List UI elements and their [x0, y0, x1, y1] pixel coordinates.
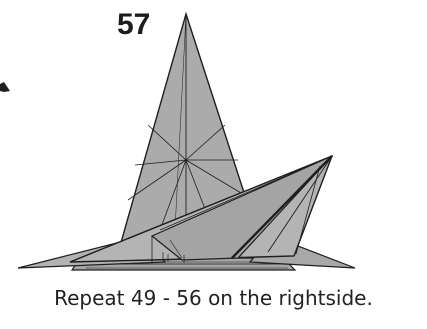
instruction-caption: Repeat 49 - 56 on the rightside.: [0, 286, 427, 310]
direction-mark: [0, 82, 10, 92]
